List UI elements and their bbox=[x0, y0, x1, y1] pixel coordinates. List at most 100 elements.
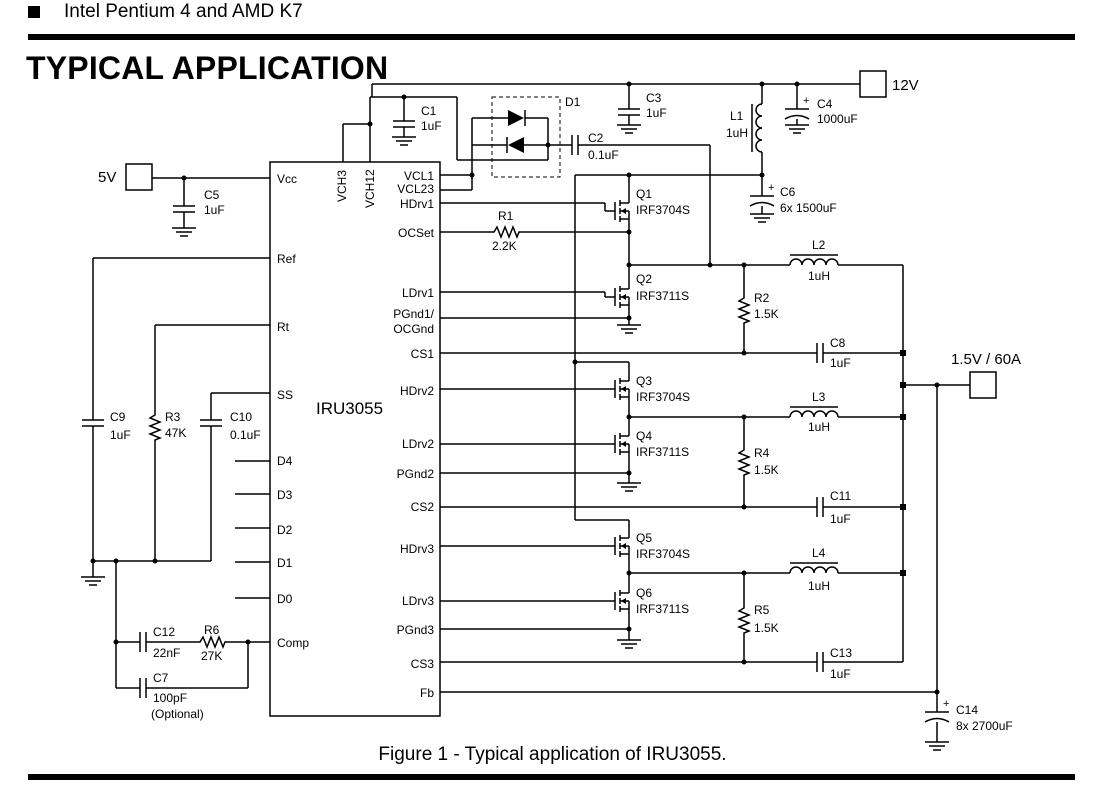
pin-hdrv3: HDrv3 bbox=[400, 542, 434, 556]
capacitor-c3 bbox=[617, 108, 641, 116]
c10-value: 0.1uF bbox=[230, 428, 261, 442]
r5-ref: R5 bbox=[754, 603, 770, 617]
r6-value: 27K bbox=[201, 649, 222, 663]
resistor-r1 bbox=[489, 226, 523, 238]
pin-vch12: VCH12 bbox=[363, 169, 377, 208]
l4-ref: L4 bbox=[812, 546, 826, 560]
pin-cs2: CS2 bbox=[411, 500, 435, 514]
pin-pgnd2: PGnd2 bbox=[397, 467, 435, 481]
c5-value: 1uF bbox=[204, 203, 225, 217]
l4-value: 1uH bbox=[808, 579, 830, 593]
c4-value: 1000uF bbox=[817, 112, 858, 126]
q3-value: IRF3704S bbox=[636, 390, 690, 404]
c12-value: 22nF bbox=[153, 646, 180, 660]
pin-vcc: Vcc bbox=[277, 172, 297, 186]
c7-ref: C7 bbox=[153, 671, 169, 685]
diode-d1a-icon bbox=[508, 110, 524, 126]
ground-icon bbox=[616, 124, 642, 134]
l3-ref: L3 bbox=[812, 390, 826, 404]
inductor-l3 bbox=[789, 406, 839, 418]
c5-ref: C5 bbox=[204, 188, 220, 202]
pin-cs1: CS1 bbox=[411, 347, 435, 361]
r2-ref: R2 bbox=[754, 291, 770, 305]
d1-ref: D1 bbox=[565, 95, 581, 109]
resistor-r5 bbox=[738, 604, 750, 636]
c3-ref: C3 bbox=[646, 91, 662, 105]
pin-ldrv2: LDrv2 bbox=[402, 437, 434, 451]
pin-fb: Fb bbox=[420, 686, 434, 700]
c2-value: 0.1uF bbox=[588, 148, 619, 162]
l2-value: 1uH bbox=[808, 269, 830, 283]
pin-vch3: VCH3 bbox=[335, 170, 349, 202]
resistor-r6 bbox=[195, 636, 229, 648]
ic-name: IRU3055 bbox=[316, 399, 383, 418]
c1-ref: C1 bbox=[421, 104, 437, 118]
section-title: TYPICAL APPLICATION bbox=[26, 50, 389, 86]
c7-note: (Optional) bbox=[151, 707, 204, 721]
resistor-r3 bbox=[149, 411, 161, 443]
c6-value: 6x 1500uF bbox=[780, 201, 837, 215]
capacitor-c12 bbox=[139, 631, 147, 653]
resistor-r4 bbox=[738, 446, 750, 478]
c6-ref: C6 bbox=[780, 185, 796, 199]
c1-value: 1uF bbox=[421, 119, 442, 133]
c9-value: 1uF bbox=[110, 428, 131, 442]
c12-ref: C12 bbox=[153, 625, 175, 639]
diode-d1b-icon bbox=[508, 137, 524, 153]
figure-caption: Figure 1 - Typical application of IRU305… bbox=[378, 744, 727, 765]
c8-value: 1uF bbox=[830, 356, 851, 370]
mosfet-q2 bbox=[604, 278, 630, 316]
pin-d0: D0 bbox=[277, 592, 293, 606]
mosfet-q1 bbox=[604, 192, 630, 230]
ic-body bbox=[269, 161, 441, 717]
capacitor-c8 bbox=[816, 342, 824, 364]
q2-value: IRF3711S bbox=[636, 289, 689, 303]
capacitor-c9 bbox=[81, 419, 105, 427]
q1-ref: Q1 bbox=[636, 187, 652, 201]
pin-hdrv2: HDrv2 bbox=[400, 384, 434, 398]
capacitor-c1 bbox=[392, 120, 416, 128]
ground-icon bbox=[616, 324, 642, 334]
c13-value: 1uF bbox=[830, 667, 851, 681]
terminal-12v bbox=[859, 70, 887, 98]
diode-d1-package bbox=[491, 96, 561, 178]
c4-ref: C4 bbox=[817, 97, 833, 111]
q6-ref: Q6 bbox=[636, 586, 652, 600]
ground-icon bbox=[391, 136, 417, 146]
r3-ref: R3 bbox=[165, 410, 181, 424]
label-output: 1.5V / 60A bbox=[951, 351, 1021, 368]
capacitor-c13 bbox=[816, 651, 824, 673]
capacitor-c5 bbox=[172, 205, 196, 213]
l2-ref: L2 bbox=[812, 238, 826, 252]
capacitor-c7 bbox=[139, 677, 147, 699]
pin-ocgnd: OCGnd bbox=[393, 322, 434, 336]
bottom-rule bbox=[28, 774, 1075, 780]
c13-ref: C13 bbox=[830, 646, 852, 660]
pin-ss: SS bbox=[277, 388, 293, 402]
pin-d2: D2 bbox=[277, 523, 293, 537]
c10-ref: C10 bbox=[230, 410, 252, 424]
inductor-l4 bbox=[789, 562, 839, 574]
pin-comp: Comp bbox=[277, 636, 309, 650]
mosfet-q3 bbox=[604, 370, 630, 408]
c14-value: 8x 2700uF bbox=[956, 719, 1013, 733]
resistor-r2 bbox=[738, 294, 750, 326]
pin-rt: Rt bbox=[277, 320, 290, 334]
q4-ref: Q4 bbox=[636, 429, 652, 443]
r1-ref: R1 bbox=[498, 209, 514, 223]
r3-value: 47K bbox=[165, 426, 186, 440]
mosfet-q5 bbox=[604, 527, 630, 565]
bullet-square-icon bbox=[28, 6, 40, 18]
c9-ref: C9 bbox=[110, 410, 126, 424]
q4-value: IRF3711S bbox=[636, 445, 689, 459]
pin-ldrv1: LDrv1 bbox=[402, 286, 434, 300]
capacitor-c2 bbox=[571, 134, 579, 156]
c11-ref: C11 bbox=[830, 489, 851, 503]
c2-ref: C2 bbox=[588, 131, 604, 145]
r4-ref: R4 bbox=[754, 446, 770, 460]
inductor-l2 bbox=[789, 254, 839, 266]
r5-value: 1.5K bbox=[754, 621, 779, 635]
ground-icon bbox=[171, 227, 197, 237]
pin-vcl23: VCL23 bbox=[397, 182, 434, 196]
